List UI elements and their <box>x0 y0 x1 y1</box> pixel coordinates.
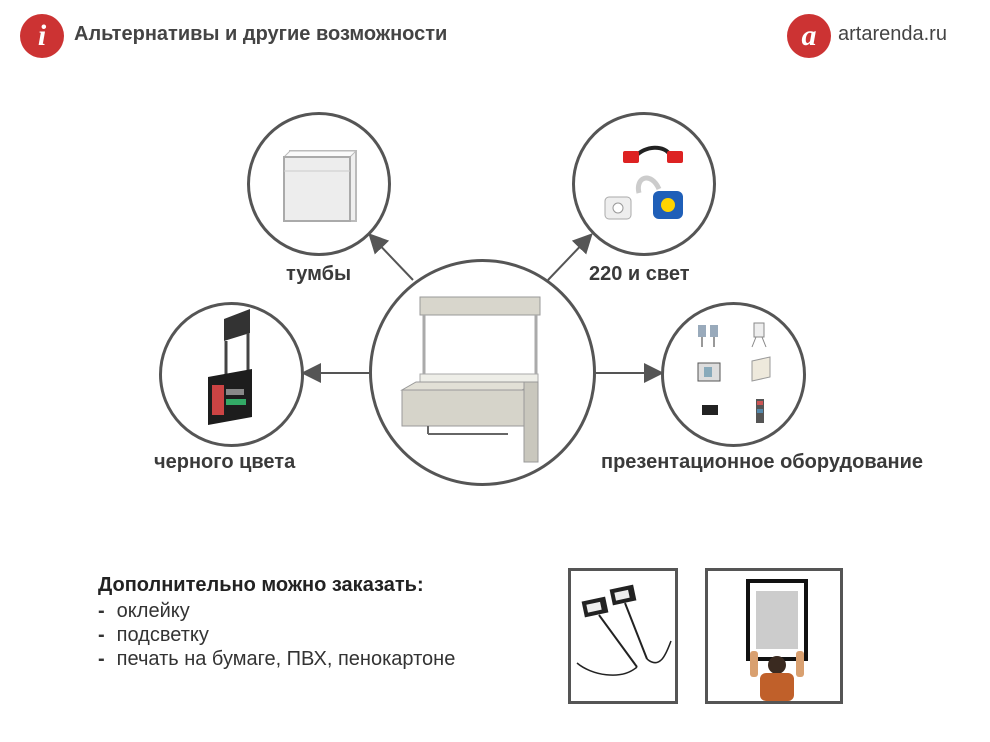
list-item: -печать на бумаге, ПВХ, пенокартоне <box>98 647 455 671</box>
list-dash: - <box>98 600 105 622</box>
list-item: -подсветку <box>98 623 455 647</box>
info-logo-icon: i <box>20 14 64 58</box>
cabinet-circle[interactable] <box>247 112 391 256</box>
frame-photo <box>705 568 843 704</box>
frame-image <box>746 579 808 701</box>
list-dash: - <box>98 648 105 670</box>
label-power: 220 и свет <box>589 263 690 285</box>
label-presentation: презентационное оборудование <box>601 451 924 473</box>
spotlights-image <box>576 584 672 676</box>
presentation-circle[interactable] <box>661 302 806 447</box>
list-item-text: печать на бумаге, ПВХ, пенокартоне <box>116 648 456 670</box>
black-stand-circle[interactable] <box>159 302 304 447</box>
list-item-text: оклейку <box>116 600 190 622</box>
brand-logo-icon: a <box>787 14 831 58</box>
power-circle[interactable] <box>572 112 716 256</box>
presentation-equipment-image <box>697 322 771 423</box>
counter-image <box>400 296 541 463</box>
info-logo-letter: i <box>37 19 47 52</box>
list-item-text: подсветку <box>116 624 209 646</box>
site-link[interactable]: artarenda.ru <box>838 23 947 45</box>
extra-title: Дополнительно можно заказать: <box>98 574 424 596</box>
black-stand-image <box>208 309 252 425</box>
label-cabinets: тумбы <box>286 263 352 285</box>
power-cable-image <box>604 145 683 220</box>
extra-list: -оклейку -подсветку -печать на бумаге, П… <box>98 599 455 671</box>
list-item: -оклейку <box>98 599 455 623</box>
counter-circle[interactable] <box>369 259 596 486</box>
label-black: черного цвета <box>154 451 296 473</box>
cabinet-image <box>282 150 358 222</box>
brand-logo-letter: a <box>801 19 817 52</box>
page-title: Альтернативы и другие возможности <box>74 23 448 45</box>
list-dash: - <box>98 624 105 646</box>
spotlights-photo <box>568 568 678 704</box>
